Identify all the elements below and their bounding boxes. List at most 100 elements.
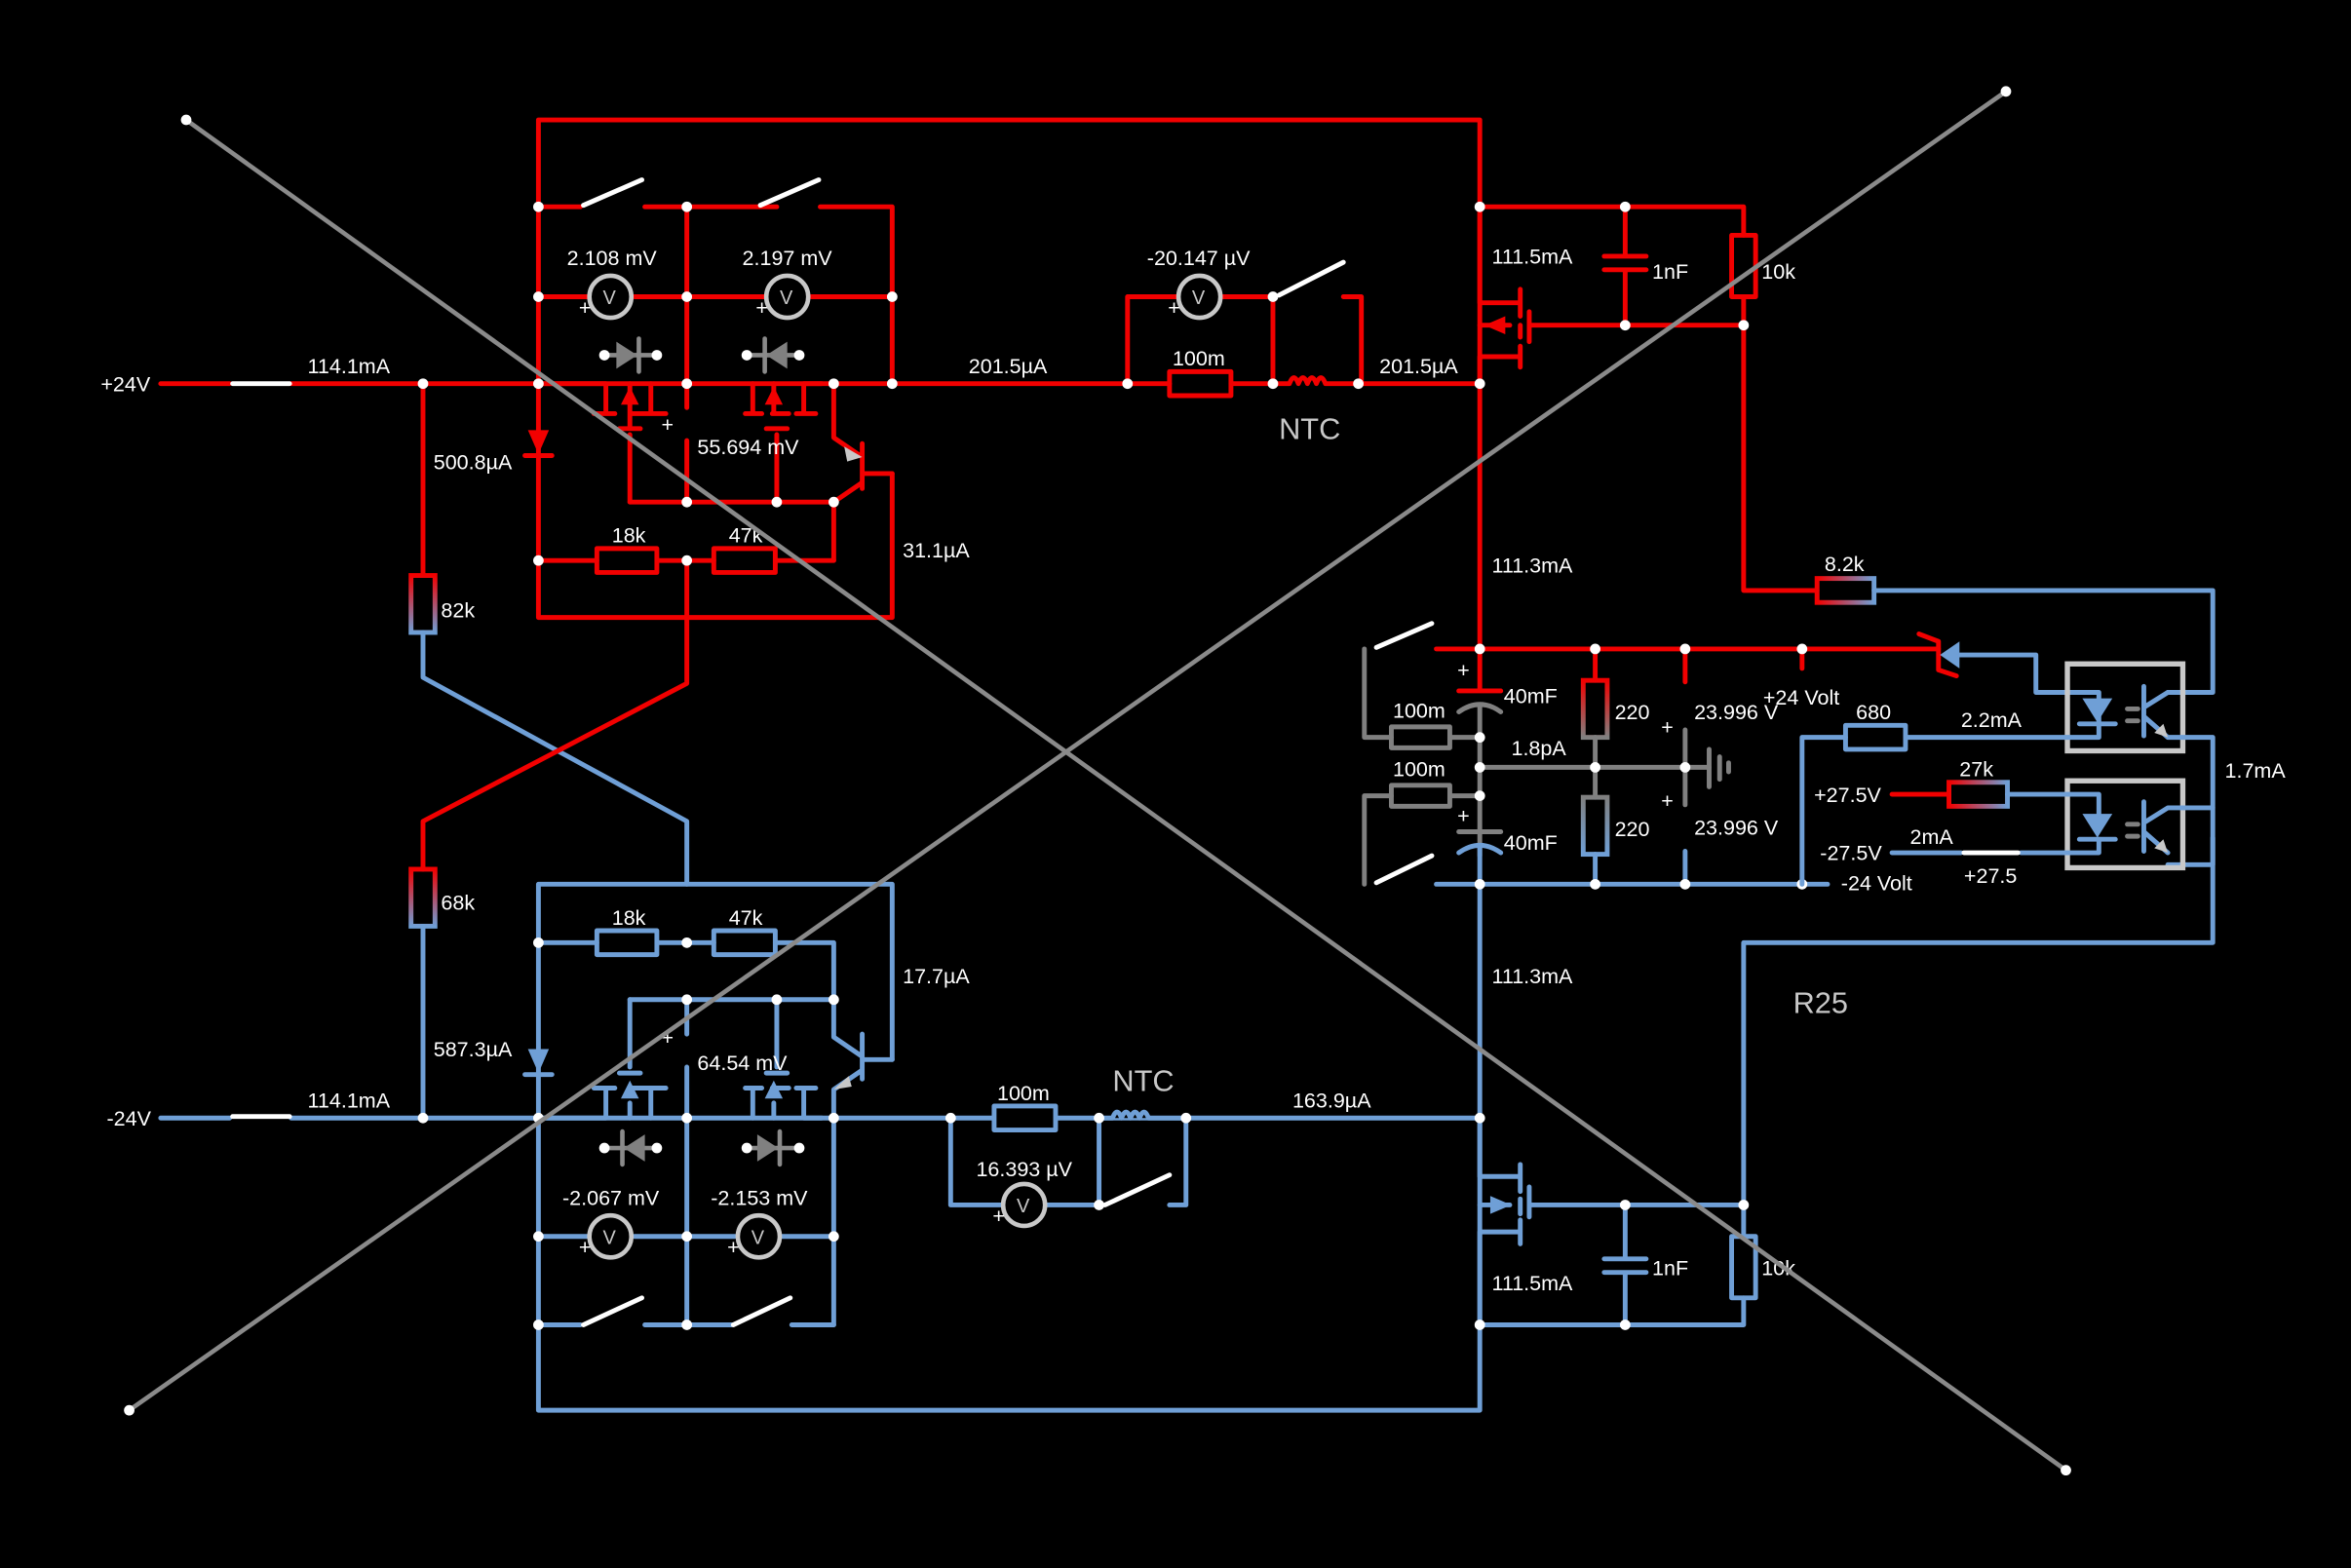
- r25-annotation: R25: [1793, 986, 1848, 1020]
- meter-symbol: V: [603, 287, 617, 309]
- cross-overlay[interactable]: [124, 86, 2071, 1476]
- switch-6[interactable]: [1102, 1172, 1173, 1207]
- aux-neg-label: -27.5V: [1820, 842, 1882, 865]
- mosfet-bottom-right[interactable]: [743, 997, 825, 1121]
- probe-diode-3[interactable]: [601, 1128, 660, 1167]
- switch-4[interactable]: [581, 1295, 644, 1327]
- wire: [2005, 791, 2101, 817]
- voltmeter-2[interactable]: V +: [755, 273, 811, 321]
- diode-bottom-current: 587.3µA: [434, 1038, 513, 1061]
- resistor-8k2[interactable]: [1814, 576, 1877, 605]
- supply-switch-bottom[interactable]: [1373, 853, 1435, 886]
- capacitor-40mF-top[interactable]: [1456, 646, 1504, 694]
- resistor-47k-bottom[interactable]: [711, 928, 778, 958]
- voltmeter-4-value: -2.067 mV: [562, 1186, 660, 1209]
- probe-diode-1[interactable]: [601, 336, 660, 374]
- opto-led-1: [2082, 698, 2113, 723]
- switch-5[interactable]: [730, 1295, 793, 1327]
- opto-arrows-2: [2125, 822, 2140, 839]
- resistor-10k-bottom-label: 10k: [1761, 1257, 1795, 1281]
- top-stage-out-current: 201.5µA: [969, 355, 1048, 378]
- resistor-27k[interactable]: [1946, 780, 2010, 809]
- switch-1[interactable]: [581, 177, 644, 209]
- source-bottom-polarity: +: [1661, 789, 1674, 813]
- switch-3[interactable]: [1276, 259, 1346, 298]
- capacitor-1nF-top-label: 1nF: [1652, 260, 1688, 284]
- resistor-18k-top-label: 18k: [612, 524, 646, 548]
- source-bottom-value: 23.996 V: [1694, 817, 1779, 840]
- capacitor-40mF-top-label: 40mF: [1504, 684, 1558, 708]
- supply-shunt-bottom[interactable]: [1388, 783, 1452, 809]
- resistor-10k-top[interactable]: [1729, 232, 1758, 299]
- cross-handle[interactable]: [180, 114, 192, 126]
- aux-pos-label: +27.5V: [1814, 784, 1881, 807]
- output-mosfet-bottom[interactable]: [1477, 1115, 1747, 1327]
- capacitor-1nF-bottom-label: 1nF: [1652, 1257, 1688, 1281]
- shunt-100m-bottom[interactable]: [991, 1103, 1059, 1133]
- source-top-polarity: +: [1661, 716, 1674, 740]
- bjt-bottom-current: 17.7µA: [903, 965, 970, 988]
- opto-emitter-arrow: [2154, 723, 2169, 738]
- wire: [1889, 836, 2101, 856]
- resistor-18k-top[interactable]: [594, 546, 660, 575]
- wire: [535, 939, 836, 1003]
- meter-polarity: +: [579, 296, 592, 320]
- mosfet-top-left[interactable]: [535, 381, 669, 505]
- resistor-18k-bottom[interactable]: [594, 928, 660, 958]
- wire: [535, 204, 895, 387]
- supply-switch-top[interactable]: [1373, 621, 1435, 650]
- voltmeter-5[interactable]: V +: [727, 1212, 783, 1260]
- diode-bottom[interactable]: [527, 1049, 550, 1074]
- diode-top[interactable]: [527, 430, 550, 454]
- bjt-top-current: 31.1µA: [903, 539, 970, 562]
- resistor-47k-top[interactable]: [711, 546, 778, 575]
- bjt-top[interactable]: [830, 381, 895, 563]
- resistor-82k-label: 82k: [441, 599, 475, 623]
- ntc-top-current: 201.5µA: [1379, 355, 1458, 378]
- cross-handle[interactable]: [2061, 1465, 2071, 1476]
- ntc-bottom[interactable]: [1097, 1109, 1189, 1121]
- shunt-100m-top[interactable]: [1167, 368, 1234, 399]
- voltmeter-4[interactable]: V +: [579, 1212, 635, 1260]
- voltmeter-6[interactable]: V +: [992, 1181, 1048, 1229]
- pnp-transistor[interactable]: [1916, 631, 1960, 679]
- voltmeter-1[interactable]: V +: [579, 273, 635, 321]
- switch-2[interactable]: [757, 177, 822, 209]
- cross-handle[interactable]: [2000, 86, 2012, 97]
- wire: [1799, 735, 1848, 887]
- opto-current: 1.7mA: [2225, 759, 2287, 783]
- ntc-top[interactable]: [1268, 375, 1362, 387]
- supply-shunt-top-label: 100m: [1393, 700, 1445, 723]
- resistor-220-bottom[interactable]: [1580, 794, 1610, 858]
- wire: [1456, 842, 1504, 887]
- resistor-220-top[interactable]: [1580, 677, 1610, 741]
- supply-shunt-bottom-label: 100m: [1393, 758, 1445, 782]
- resistor-82k[interactable]: [408, 573, 438, 635]
- cap-bottom-plus: +: [1457, 804, 1470, 827]
- optocoupler-2[interactable]: [2064, 778, 2186, 871]
- output-mosfet-top[interactable]: [1477, 204, 1747, 387]
- cross-handle[interactable]: [124, 1404, 135, 1416]
- voltmeter-5-value: -2.153 mV: [711, 1186, 808, 1209]
- mosfet-bottom-left[interactable]: [535, 997, 669, 1121]
- resistor-680[interactable]: [1842, 722, 1908, 752]
- probe-diode-2[interactable]: [744, 336, 802, 374]
- capacitor-1nF-bottom[interactable]: [1601, 1202, 1649, 1327]
- optocoupler-1[interactable]: [2064, 661, 2186, 754]
- pos-input-label: +24V: [100, 372, 150, 396]
- voltmeter-6-value: 16.393 µV: [976, 1158, 1072, 1181]
- cross-wire-red: [420, 557, 690, 872]
- wire: [1477, 835, 2216, 1327]
- drain-current-bottom: 111.3mA: [1491, 965, 1573, 988]
- bjt-bottom[interactable]: [830, 997, 895, 1121]
- voltmeter-1-value: 2.108 mV: [567, 247, 658, 270]
- mosfet-top-right[interactable]: [743, 381, 825, 505]
- supply-shunt-top[interactable]: [1388, 724, 1452, 750]
- ground-icon: [1707, 746, 1731, 789]
- resistor-68k[interactable]: [408, 866, 438, 929]
- voltmeter-3[interactable]: V +: [1168, 273, 1223, 321]
- probe-diode-4[interactable]: [744, 1128, 802, 1167]
- capacitor-1nF-top[interactable]: [1601, 204, 1649, 328]
- voltmeter-3-value: -20.147 µV: [1147, 247, 1251, 270]
- drain-current-top: 111.3mA: [1491, 554, 1573, 577]
